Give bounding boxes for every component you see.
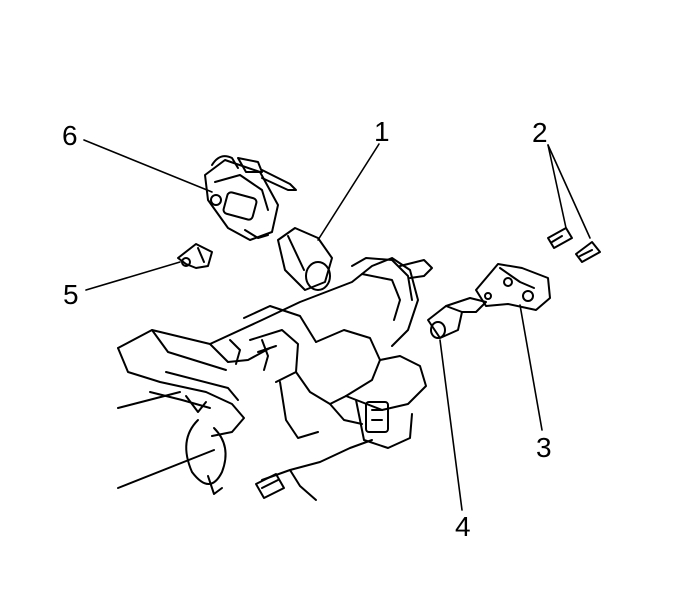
- leader-lines: [83, 139, 591, 511]
- lock-cylinder-assembly: [204, 155, 297, 241]
- callout-2: 2: [532, 117, 548, 148]
- actuator-part: [427, 297, 487, 339]
- leader-2b: [547, 144, 591, 239]
- steering-column-housing: [117, 257, 433, 449]
- callout-3: 3: [536, 432, 552, 463]
- wire-ring: [185, 419, 227, 495]
- leader-2a: [547, 144, 567, 229]
- sleeve-part: [277, 227, 333, 291]
- leader-5: [85, 261, 181, 291]
- wiring-harness: [255, 439, 373, 501]
- leader-6: [83, 139, 213, 193]
- shaft-lines: [117, 391, 215, 489]
- leader-1: [317, 143, 380, 241]
- bracket-part: [475, 263, 551, 311]
- callout-4: 4: [455, 511, 471, 542]
- leader-4: [439, 339, 463, 511]
- callout-1: 1: [374, 116, 390, 147]
- clip-part: [177, 243, 213, 269]
- callout-5: 5: [63, 279, 79, 310]
- leader-3: [519, 304, 543, 431]
- callout-6: 6: [62, 120, 78, 151]
- screw-parts: [547, 227, 601, 263]
